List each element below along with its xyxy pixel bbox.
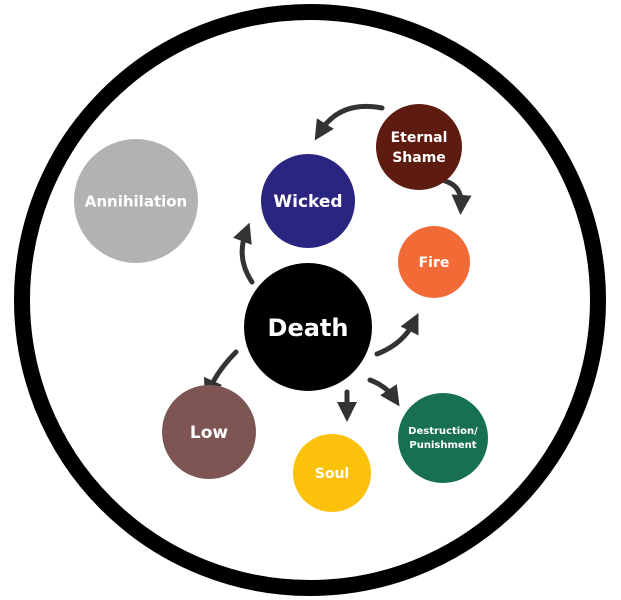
arrows (203, 103, 472, 422)
node-wicked: Wicked (261, 154, 355, 248)
node-annihilation-label: Annihilation (85, 193, 188, 211)
arrow-death-to-destruction (367, 377, 400, 407)
node-fire: Fire (398, 226, 470, 298)
arrow-shame-to-wicked (314, 103, 385, 141)
arrow-shame-to-fire (442, 178, 472, 215)
node-eternal-shame-circle (376, 104, 462, 190)
node-eternal-shame-label-line1: Eternal (391, 130, 448, 146)
node-annihilation-circle (74, 139, 198, 263)
node-soul: Soul (293, 434, 371, 512)
node-soul-label: Soul (315, 466, 349, 482)
node-wicked-circle (261, 154, 355, 248)
node-soul-circle (293, 434, 371, 512)
node-death: Death (244, 263, 372, 391)
node-death-label: Death (268, 314, 349, 342)
node-fire-label: Fire (419, 255, 450, 271)
node-wicked-label: Wicked (273, 192, 342, 212)
node-destruction-label-line1: Destruction/ (408, 426, 478, 437)
node-fire-circle (398, 226, 470, 298)
node-low: Low (162, 385, 256, 479)
node-eternal-shame-label-line2: Shame (392, 150, 446, 166)
node-destruction-circle (398, 393, 488, 483)
node-low-label: Low (190, 423, 229, 443)
arrow-death-to-wicked (233, 222, 255, 285)
node-eternal-shame: Eternal Shame (376, 104, 462, 190)
node-destruction-label-line2: Punishment (409, 440, 476, 451)
node-low-circle (162, 385, 256, 479)
node-destruction-punishment: Destruction/ Punishment (398, 393, 488, 483)
arrow-death-to-fire (374, 313, 419, 357)
node-annihilation: Annihilation (74, 139, 198, 263)
node-death-circle (244, 263, 372, 391)
